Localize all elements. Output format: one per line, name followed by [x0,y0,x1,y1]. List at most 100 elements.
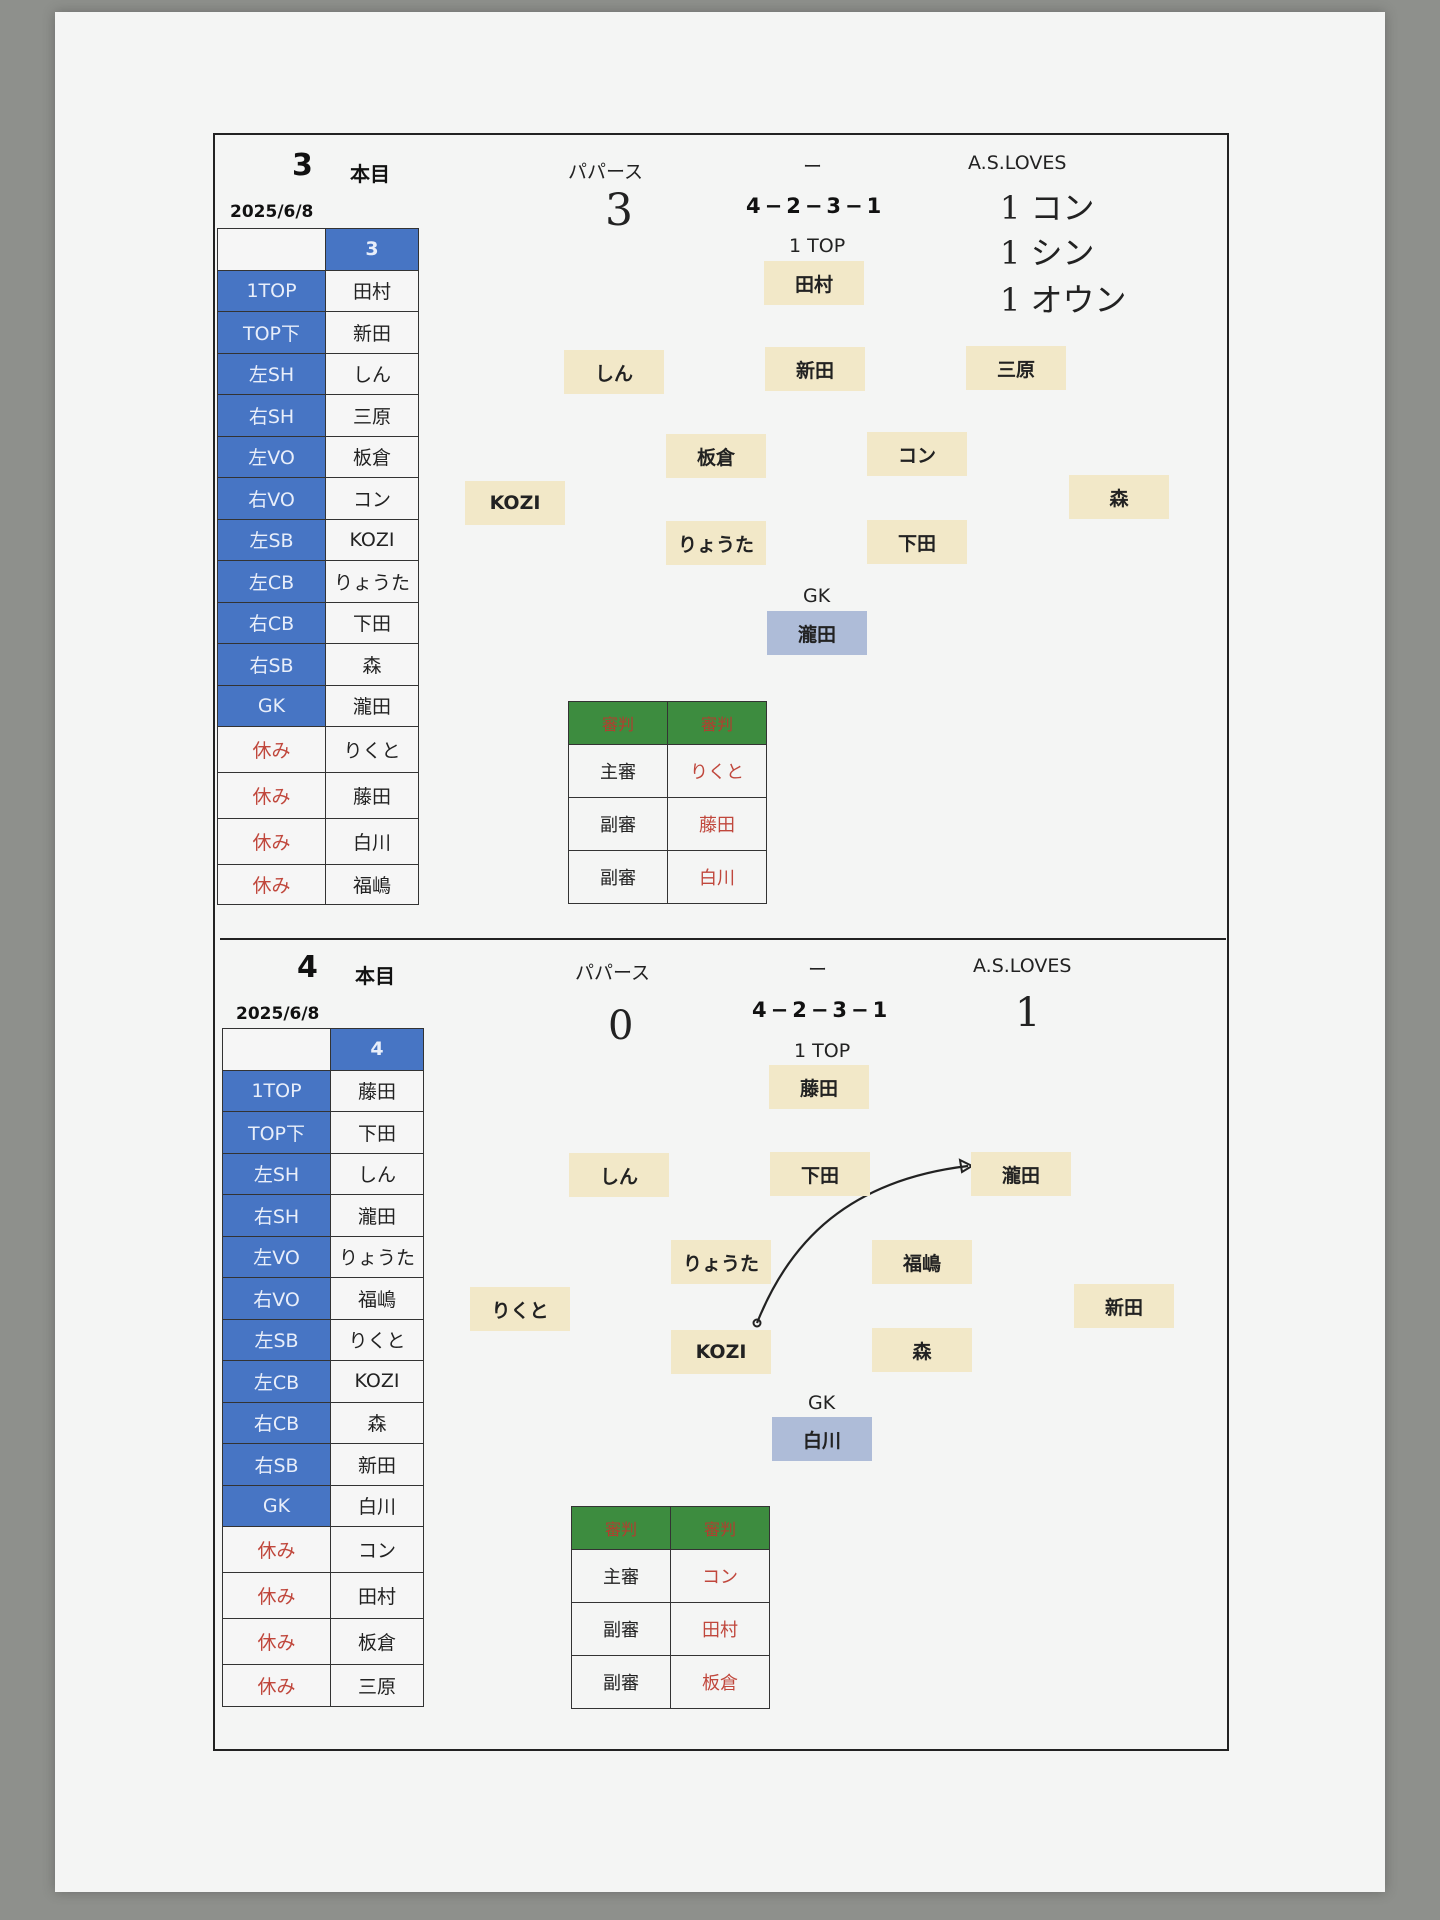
pitch-player-rcb: 下田 [867,520,967,564]
roster-name: 下田 [325,601,419,644]
roster-pos: GK [222,1484,331,1527]
roster-name: KOZI [325,518,419,561]
referee-table: 審判 審判 主審りくと 副審藤田 副審白川 [568,701,767,904]
team-left: パパース [568,161,644,183]
pitch-player-rsb: 森 [1069,475,1169,519]
roster-name: 白川 [330,1484,424,1527]
roster-pos: 左SB [217,518,326,561]
referee-role: 副審 [571,1602,671,1656]
pass-arrow-start [752,1318,762,1328]
roster-name: 福嶋 [330,1277,424,1320]
pitch-player-rsh: 瀧田 [971,1152,1071,1196]
score-right-3: 1 オウン [1000,281,1127,319]
roster-pos: 右VO [217,477,326,520]
score-right-2: 1 シン [1000,234,1095,272]
pitch-player-lsb: KOZI [465,481,565,525]
pitch-player-lsh: しん [564,350,664,394]
referee-name: 藤田 [667,797,767,851]
roster-pos: 1TOP [222,1069,331,1112]
referee-role: 副審 [571,1655,671,1709]
table-row: 休み田村 [222,1572,424,1619]
gk-label: GK [803,585,831,607]
table-row: 休み白川 [217,818,419,865]
referee-header: 審判 [670,1506,770,1550]
referee-header: 審判 [667,701,767,745]
table-row: 休み三原 [222,1664,424,1707]
referee-name: 白川 [667,850,767,904]
match-date: 2025/6/8 [230,202,314,222]
roster-pos: 右CB [222,1401,331,1444]
roster-pos: 左SH [217,352,326,395]
table-row: 休み板倉 [222,1618,424,1665]
pitch-player-lcb: りょうた [666,521,766,565]
pitch-player-lvo: りょうた [671,1240,771,1284]
pitch-player-lvo: 板倉 [666,434,766,478]
pitch-player-rvo: コン [867,432,967,476]
lineup-frame [213,133,1229,1751]
table-row: 休みコン [222,1526,424,1573]
dash: ー [803,156,823,178]
section-divider [220,938,1226,940]
honme-label: 本目 [355,964,395,988]
pass-arrow-head [958,1158,975,1174]
roster-pos: 左CB [222,1360,331,1403]
roster-pos: TOP下 [222,1111,331,1154]
rest-name: コン [330,1526,424,1573]
roster-pos: 左SB [222,1318,331,1361]
team-right: A.S.LOVES [968,152,1067,174]
top-label: 1 TOP [794,1040,851,1062]
formation: 4−2−3−1 [746,194,886,218]
match-number: 3 [292,148,313,183]
roster-name: しん [325,352,419,395]
rest-label: 休み [222,1664,331,1707]
table-row: 休み藤田 [217,772,419,819]
pitch-player-lsb: りくと [470,1287,570,1331]
score-left: 0 [608,1003,634,1049]
roster-name: 板倉 [325,435,419,478]
roster-name: 瀧田 [325,684,419,727]
table-row: TOP下新田 [217,311,419,354]
team-left: パパース [575,962,651,984]
honme-label: 本目 [350,162,390,186]
referee-role: 主審 [571,1549,671,1603]
roster-name: 下田 [330,1111,424,1154]
roster-pos: 左VO [217,435,326,478]
roster-pos: 右SH [217,394,326,437]
rest-name: 三原 [330,1664,424,1707]
roster-pos: GK [217,684,326,727]
rest-name: 白川 [325,818,419,865]
pitch-player-lsh: しん [569,1153,669,1197]
referee-header: 審判 [568,701,668,745]
gk-label: GK [808,1392,836,1414]
roster-name: 森 [325,643,419,686]
pitch-player-rsb: 新田 [1074,1284,1174,1328]
pitch-player-toph: 下田 [770,1152,870,1196]
roster-pos: 右SB [222,1443,331,1486]
roster-name: りょうた [330,1235,424,1278]
pitch-player-rsh: 三原 [966,346,1066,390]
rest-label: 休み [217,726,326,773]
table-row: 主審コン [571,1549,770,1603]
score-right-1: 1 コン [1000,189,1095,227]
roster-pos: 右VO [222,1277,331,1320]
table-row: 休みりくと [217,726,419,773]
pitch-player-rcb: 森 [872,1328,972,1372]
formation: 4−2−3−1 [752,998,892,1022]
roster-name: 三原 [325,394,419,437]
pass-arrow-line [755,1164,969,1324]
table-row: 副審田村 [571,1602,770,1656]
